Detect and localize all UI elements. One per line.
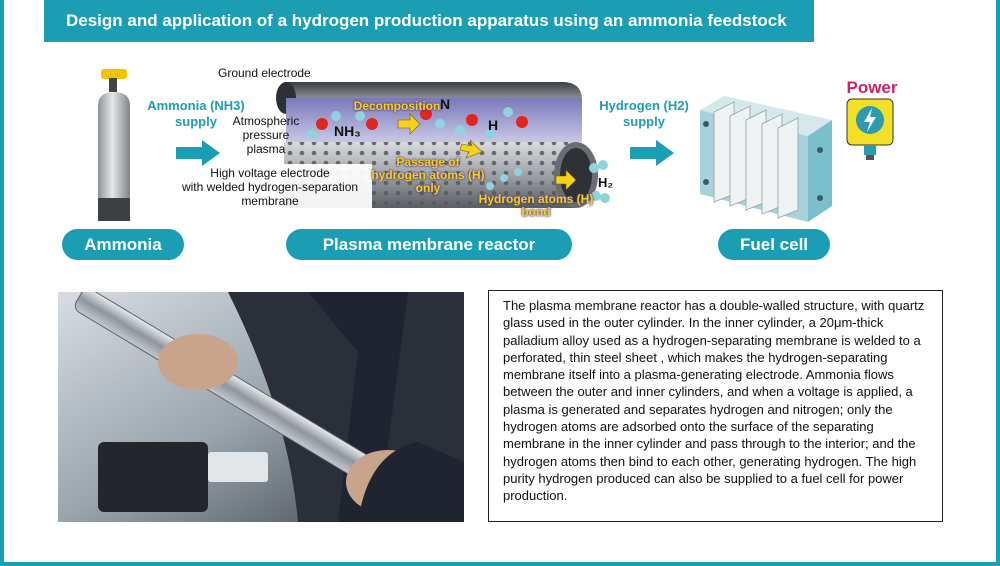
reactor-photo	[58, 292, 464, 522]
plasma-label: Atmospheric pressure plasma	[232, 114, 300, 156]
h-label: H	[488, 117, 499, 133]
passage-label: Passage of hydrogen atoms (H) only	[371, 155, 485, 195]
arrow-right-icon	[630, 140, 674, 166]
arrow-right-icon	[176, 140, 220, 166]
ground-electrode-label: Ground electrode	[218, 66, 311, 80]
h2-label: H₂	[598, 175, 614, 190]
power-label: Power	[846, 78, 898, 97]
description-box: The plasma membrane reactor has a double…	[488, 290, 943, 522]
page-title: Design and application of a hydrogen pro…	[44, 0, 814, 42]
decomposition-label: Decomposition	[353, 99, 441, 113]
nh3-label: NH₃	[334, 123, 361, 139]
plasma-reactor-diagram	[260, 82, 610, 208]
ammonia-cylinder-icon	[98, 69, 130, 221]
lightbulb-power-icon	[846, 98, 894, 160]
fuel-cell-pill: Fuel cell	[718, 229, 830, 260]
reactor-photo-image	[58, 292, 464, 522]
bond-label: Hydrogen atoms (H) bond	[478, 192, 594, 219]
n-label: N	[440, 96, 451, 112]
ammonia-pill: Ammonia	[62, 229, 184, 260]
reactor-pill: Plasma membrane reactor	[286, 229, 572, 260]
hydrogen-supply-label: Hydrogen (H2) supply	[599, 98, 689, 129]
ammonia-supply-label: Ammonia (NH3) supply	[147, 98, 245, 129]
description-text: The plasma membrane reactor has a double…	[503, 298, 925, 504]
high-voltage-electrode-label: High voltage electrode with welded hydro…	[181, 166, 359, 208]
fuel-cell-icon	[700, 96, 832, 222]
